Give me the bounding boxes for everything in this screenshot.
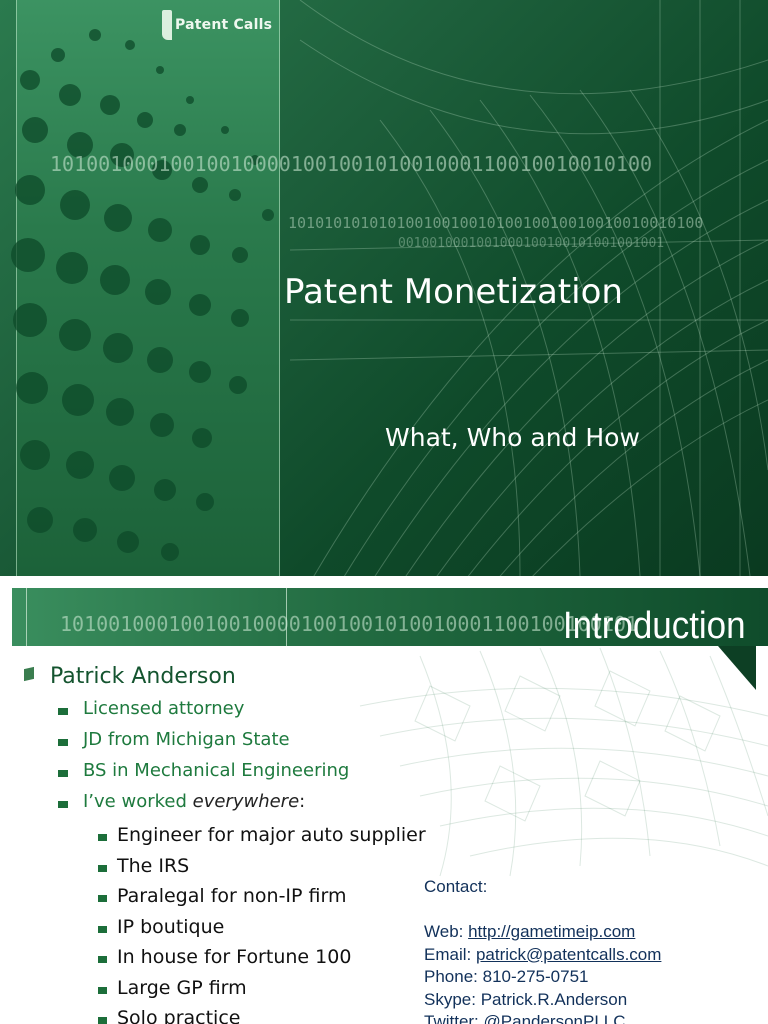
slide-title: Introduction bbox=[563, 605, 746, 647]
square-bullet-icon bbox=[98, 864, 107, 872]
square-bullet-icon bbox=[98, 956, 107, 963]
slide1-decoration bbox=[11, 0, 768, 576]
experience-list: Engineer for major auto supplier The IRS… bbox=[98, 824, 426, 1024]
square-bullet-icon bbox=[58, 739, 68, 746]
contact-email-row: Email: patrick@patentcalls.com bbox=[424, 944, 661, 967]
contact-block: Contact: Web: http://gametimeip.com Emai… bbox=[424, 876, 661, 1024]
list-item: Paralegal for non-IP firm bbox=[98, 885, 426, 916]
list-item: BS in Mechanical Engineering bbox=[58, 760, 349, 791]
list-item: Licensed attorney bbox=[58, 698, 349, 729]
list-item-text: In house for Fortune 100 bbox=[117, 946, 352, 968]
contact-heading: Contact: bbox=[424, 877, 488, 896]
square-bullet-icon bbox=[98, 986, 107, 994]
list-item-text: Licensed attorney bbox=[83, 698, 245, 719]
list-item-text: Large GP firm bbox=[117, 976, 247, 999]
title-slide: Patent Calls 101001000100100100001001001… bbox=[0, 0, 768, 576]
square-bullet-icon bbox=[98, 834, 107, 841]
list-item: JD from Michigan State bbox=[58, 729, 349, 760]
email-link[interactable]: patrick@patentcalls.com bbox=[475, 944, 662, 964]
skype-value: Patrick.R.Anderson bbox=[480, 989, 628, 1009]
banner-divider bbox=[286, 588, 287, 646]
list-item-text: Paralegal for non-IP firm bbox=[117, 885, 347, 907]
contact-skype-row: Skype: Patrick.R.Anderson bbox=[424, 989, 661, 1012]
square-bullet-icon bbox=[58, 801, 68, 808]
banner-fold-triangle bbox=[718, 646, 756, 690]
list-item: Large GP firm bbox=[98, 977, 426, 1008]
list-item: Engineer for major auto supplier bbox=[98, 824, 426, 855]
list-item-text: Engineer for major auto supplier bbox=[117, 824, 426, 846]
binary-decoration-1: 1010010001001001000010010010100100011001… bbox=[50, 152, 653, 176]
list-item-text: JD from Michigan State bbox=[83, 729, 290, 750]
list-item-suffix: : bbox=[299, 791, 306, 812]
logo-mark-icon bbox=[162, 10, 172, 40]
slide-title: Patent Monetization bbox=[284, 272, 623, 312]
list-item-text: BS in Mechanical Engineering bbox=[83, 760, 350, 781]
web-link[interactable]: http://gametimeip.com bbox=[468, 922, 636, 941]
twitter-link[interactable]: @PandersonPLLC bbox=[483, 1012, 626, 1024]
binary-decoration-2: 1010101010101001001001010010010010010010… bbox=[288, 214, 704, 232]
skype-label: Skype: bbox=[424, 989, 481, 1009]
slide2-decoration bbox=[359, 647, 768, 877]
presenter-name: Patrick Anderson bbox=[50, 664, 236, 689]
list-item: The IRS bbox=[98, 855, 426, 886]
logo-text: Patent Calls bbox=[175, 17, 273, 33]
title-banner: 1010010001001001000010010010100100011001… bbox=[12, 588, 768, 647]
bullet-icon bbox=[24, 666, 34, 682]
phone-label: Phone: bbox=[424, 967, 483, 986]
square-bullet-icon bbox=[58, 708, 68, 715]
square-bullet-icon bbox=[58, 770, 68, 777]
list-item-emphasis: everywhere bbox=[192, 791, 300, 812]
credentials-list: Licensed attorney JD from Michigan State… bbox=[58, 698, 349, 822]
list-item-text: Solo practice bbox=[117, 1007, 241, 1024]
banner-binary-decoration: 1010010001001001000010010010100100011001… bbox=[60, 612, 638, 636]
banner-left-edge bbox=[26, 588, 27, 646]
contact-phone-row: Phone: 810-275-0751 bbox=[424, 966, 661, 989]
list-item-text: IP boutique bbox=[117, 915, 225, 938]
list-item-text: I’ve worked bbox=[83, 791, 193, 812]
binary-decoration-3: 0010010001001000100100101001001001 bbox=[398, 236, 665, 251]
patent-calls-logo: Patent Calls bbox=[162, 10, 272, 40]
list-item: Solo practice bbox=[98, 1007, 426, 1024]
list-item: In house for Fortune 100 bbox=[98, 946, 426, 977]
list-item-text: The IRS bbox=[117, 854, 190, 877]
list-item: IP boutique bbox=[98, 916, 426, 947]
contact-spacer bbox=[424, 899, 661, 922]
list-item: I’ve worked everywhere: bbox=[58, 791, 349, 822]
contact-twitter-row: Twitter: @PandersonPLLC bbox=[424, 1011, 661, 1024]
square-bullet-icon bbox=[98, 925, 107, 933]
introduction-slide: 1010010001001001000010010010100100011001… bbox=[0, 576, 768, 1024]
square-bullet-icon bbox=[98, 895, 107, 902]
email-label: Email: bbox=[424, 944, 476, 964]
square-bullet-icon bbox=[98, 1017, 107, 1024]
twitter-label: Twitter: bbox=[424, 1012, 484, 1024]
phone-value: 810-275-0751 bbox=[482, 967, 589, 986]
contact-web-row: Web: http://gametimeip.com bbox=[424, 921, 661, 944]
web-label: Web: bbox=[424, 922, 469, 941]
slide-subtitle: What, Who and How bbox=[385, 423, 640, 452]
